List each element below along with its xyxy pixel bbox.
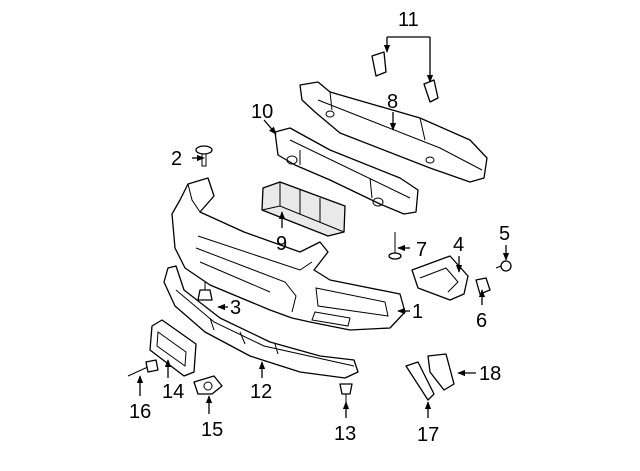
callout-5: 5 bbox=[499, 223, 510, 245]
callout-10: 10 bbox=[251, 101, 273, 123]
callout-15: 15 bbox=[201, 419, 223, 441]
tow-hook-bracket[interactable] bbox=[193, 375, 223, 395]
push-pin-fastener[interactable] bbox=[195, 145, 213, 167]
retainer-clip[interactable] bbox=[197, 282, 213, 301]
callout-1: 1 bbox=[412, 301, 423, 323]
callout-numbers: 1 2 3 4 5 6 7 8 9 10 11 12 13 14 15 16 1… bbox=[129, 9, 510, 446]
fastener-clip[interactable] bbox=[339, 383, 353, 404]
callout-6: 6 bbox=[476, 310, 487, 332]
reinforcement-beam[interactable] bbox=[299, 81, 488, 183]
bumper-insert[interactable] bbox=[261, 181, 346, 237]
corner-bracket[interactable] bbox=[427, 353, 455, 391]
side-bracket[interactable] bbox=[405, 361, 435, 401]
callout-17: 17 bbox=[417, 424, 439, 446]
lower-valance[interactable] bbox=[163, 265, 359, 379]
callout-12: 12 bbox=[250, 381, 272, 403]
nut-clip[interactable] bbox=[475, 277, 491, 295]
bumper-cover[interactable] bbox=[171, 177, 406, 331]
mounting-bolt[interactable] bbox=[127, 359, 159, 377]
callout-11: 11 bbox=[398, 9, 419, 31]
screw[interactable] bbox=[388, 232, 402, 260]
callout-9: 9 bbox=[276, 233, 287, 255]
leader-lines bbox=[136, 36, 510, 418]
callout-13: 13 bbox=[334, 423, 356, 445]
callout-3: 3 bbox=[230, 297, 241, 319]
callout-4: 4 bbox=[453, 234, 464, 256]
callout-8: 8 bbox=[387, 91, 398, 113]
bumper-bracket[interactable] bbox=[411, 255, 469, 301]
energy-absorber[interactable] bbox=[274, 127, 419, 215]
callout-2: 2 bbox=[171, 148, 182, 170]
license-bracket[interactable] bbox=[149, 319, 197, 377]
callout-16: 16 bbox=[129, 401, 151, 423]
support-brackets[interactable] bbox=[371, 51, 439, 103]
callout-7: 7 bbox=[416, 239, 427, 261]
callout-18: 18 bbox=[479, 363, 501, 385]
callout-14: 14 bbox=[162, 381, 184, 403]
bolt[interactable] bbox=[495, 260, 512, 272]
